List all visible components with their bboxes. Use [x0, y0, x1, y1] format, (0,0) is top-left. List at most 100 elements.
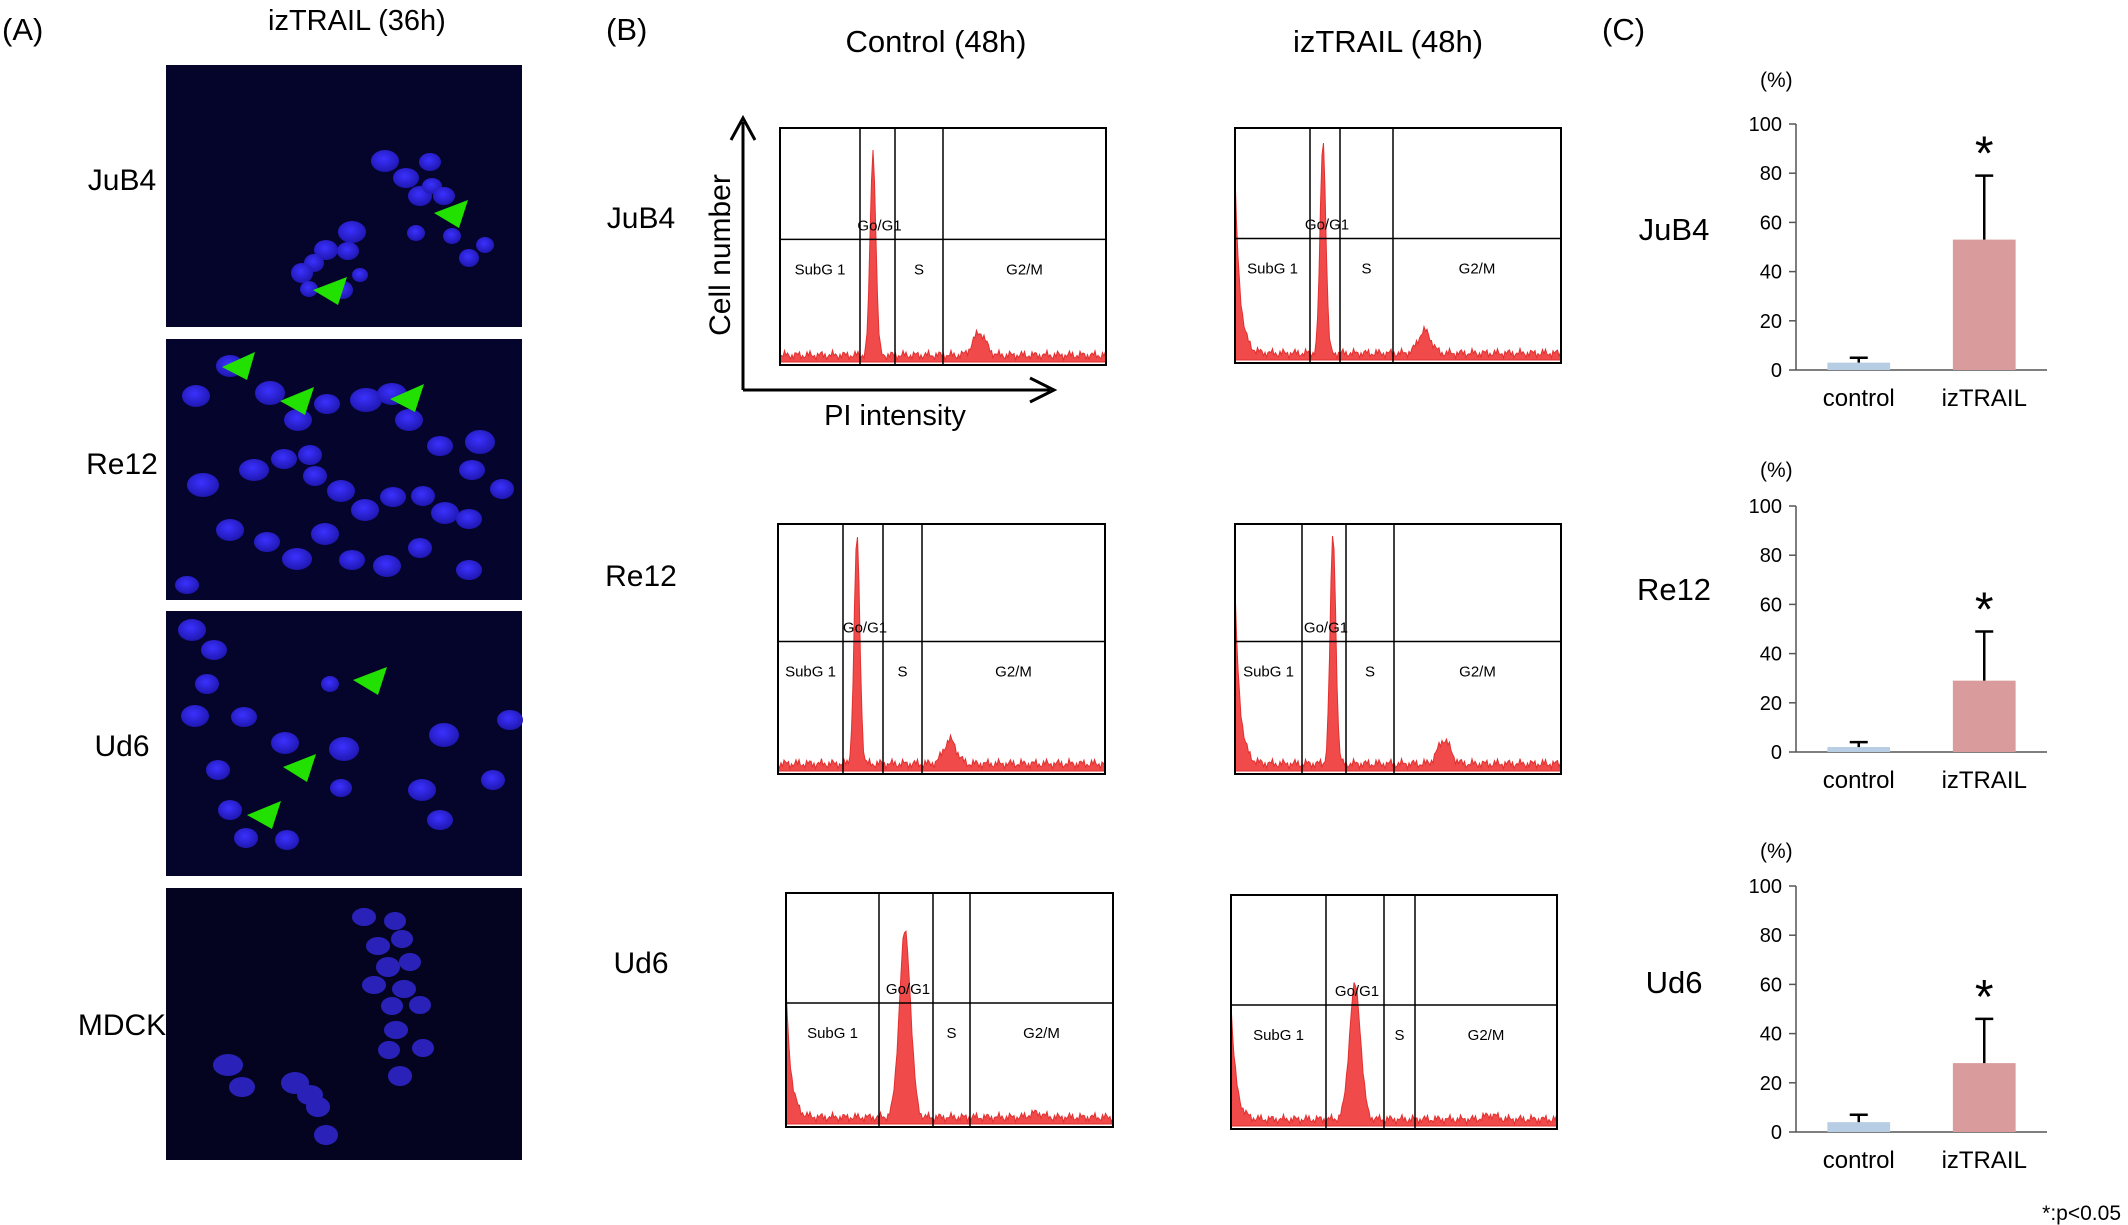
histogram-trace — [1234, 535, 1562, 772]
nucleus — [497, 710, 523, 730]
y-unit-label: (%) — [1760, 69, 1793, 92]
panel-a-row-label-jub4: JuB4 — [88, 164, 156, 197]
y-tick-label: 20 — [1760, 311, 1782, 333]
bar-control — [1827, 1122, 1891, 1132]
panel-a-label: (A) — [2, 12, 43, 47]
nucleus — [239, 459, 269, 481]
y-tick-label: 60 — [1760, 212, 1782, 234]
micrograph-ud6 — [166, 611, 523, 876]
gate-label-subg1: SubG 1 — [785, 664, 836, 681]
nucleus — [254, 532, 280, 552]
nucleus — [481, 770, 505, 790]
nucleus — [337, 242, 359, 260]
y-tick-label: 100 — [1749, 496, 1782, 518]
y-tick-label: 100 — [1749, 876, 1782, 898]
nucleus — [409, 996, 431, 1014]
gate-label-g0g1: Go/G1 — [1335, 983, 1379, 1000]
arrowhead-icon — [353, 667, 387, 695]
bar-control — [1827, 747, 1891, 752]
y-tick-label: 40 — [1760, 262, 1782, 284]
micrograph-mdck — [166, 888, 522, 1160]
nucleus — [419, 153, 441, 171]
nucleus — [327, 480, 355, 502]
nucleus — [465, 430, 495, 454]
nucleus — [182, 385, 210, 407]
gate-label-g0g1: Go/G1 — [886, 981, 930, 998]
bar-iztrail — [1952, 239, 2016, 370]
y-tick-label: 60 — [1760, 974, 1782, 996]
nucleus — [314, 240, 338, 260]
axis-label-pi-intensity: PI intensity — [824, 400, 966, 432]
panel-b-col-title-iztrail: izTRAIL (48h) — [1293, 24, 1483, 59]
panel-a-row-label-mdck: MDCK — [78, 1009, 166, 1042]
nucleus — [271, 449, 297, 469]
nucleus — [459, 249, 479, 267]
gate-label-s: S — [1365, 664, 1375, 681]
gate-label-s: S — [914, 261, 924, 278]
panel-a-title: izTRAIL (36h) — [268, 5, 446, 37]
y-tick-label: 20 — [1760, 1073, 1782, 1095]
x-tick-label: izTRAIL — [1942, 385, 2027, 412]
nucleus — [490, 479, 514, 499]
gate-label-g2m: G2/M — [1459, 260, 1496, 277]
panel-c-label: (C) — [1602, 12, 1645, 47]
x-tick-label: izTRAIL — [1942, 1147, 2027, 1174]
nucleus — [381, 997, 403, 1015]
panel-b: (B) Control (48h) izTRAIL (48h) JuB4 Re1… — [605, 12, 1562, 1130]
nucleus — [350, 388, 382, 412]
nucleus — [306, 1097, 330, 1117]
y-unit-label: (%) — [1760, 459, 1793, 482]
significance-marker: * — [1975, 583, 1994, 636]
arrowhead-icon — [313, 277, 347, 305]
nucleus — [195, 674, 219, 694]
arrowhead-icon — [247, 801, 281, 829]
gate-label-subg1: SubG 1 — [807, 1025, 858, 1042]
gate-label-s: S — [897, 664, 907, 681]
nucleus — [311, 523, 339, 545]
nucleus — [300, 281, 318, 297]
x-tick-label: control — [1823, 1147, 1895, 1174]
bar-control — [1827, 362, 1891, 370]
gate-label-s: S — [946, 1025, 956, 1042]
significance-marker: * — [1975, 971, 1994, 1024]
nucleus — [371, 150, 399, 172]
nucleus — [431, 502, 459, 524]
nucleus — [314, 394, 340, 414]
nucleus — [399, 953, 421, 971]
nucleus — [407, 225, 425, 241]
panel-c: (C) JuB4 Re12 Ud6 (%)020406080100control… — [1602, 12, 2121, 1225]
panel-b-row-label-re12: Re12 — [605, 560, 677, 593]
histogram-frame — [1234, 127, 1562, 364]
panel-b-col-title-control: Control (48h) — [846, 24, 1027, 59]
nucleus — [427, 810, 453, 830]
y-tick-label: 60 — [1760, 594, 1782, 616]
axis-label-cell-number: Cell number — [704, 174, 737, 336]
nucleus — [376, 957, 400, 977]
panel-a-row-label-ud6: Ud6 — [94, 730, 149, 763]
nucleus — [339, 550, 365, 570]
panel-a-row-label-re12: Re12 — [86, 448, 158, 481]
arrowheads — [222, 200, 468, 829]
nucleus — [303, 466, 327, 486]
nucleus — [231, 707, 257, 727]
nucleus — [298, 445, 322, 465]
y-tick-label: 0 — [1771, 1122, 1782, 1144]
y-tick-label: 0 — [1771, 360, 1782, 382]
gate-label-subg1: SubG 1 — [795, 261, 846, 278]
histogram-frame — [777, 523, 1106, 775]
gate-label-s: S — [1394, 1027, 1404, 1044]
nucleus — [427, 436, 453, 456]
nucleus — [380, 487, 406, 507]
nucleus — [393, 168, 419, 188]
nucleus — [408, 779, 436, 801]
nucleus — [362, 976, 386, 994]
nucleus — [456, 509, 482, 529]
axis-arrows — [729, 114, 1058, 404]
nucleus — [443, 228, 461, 244]
arrowhead-icon — [222, 352, 255, 380]
